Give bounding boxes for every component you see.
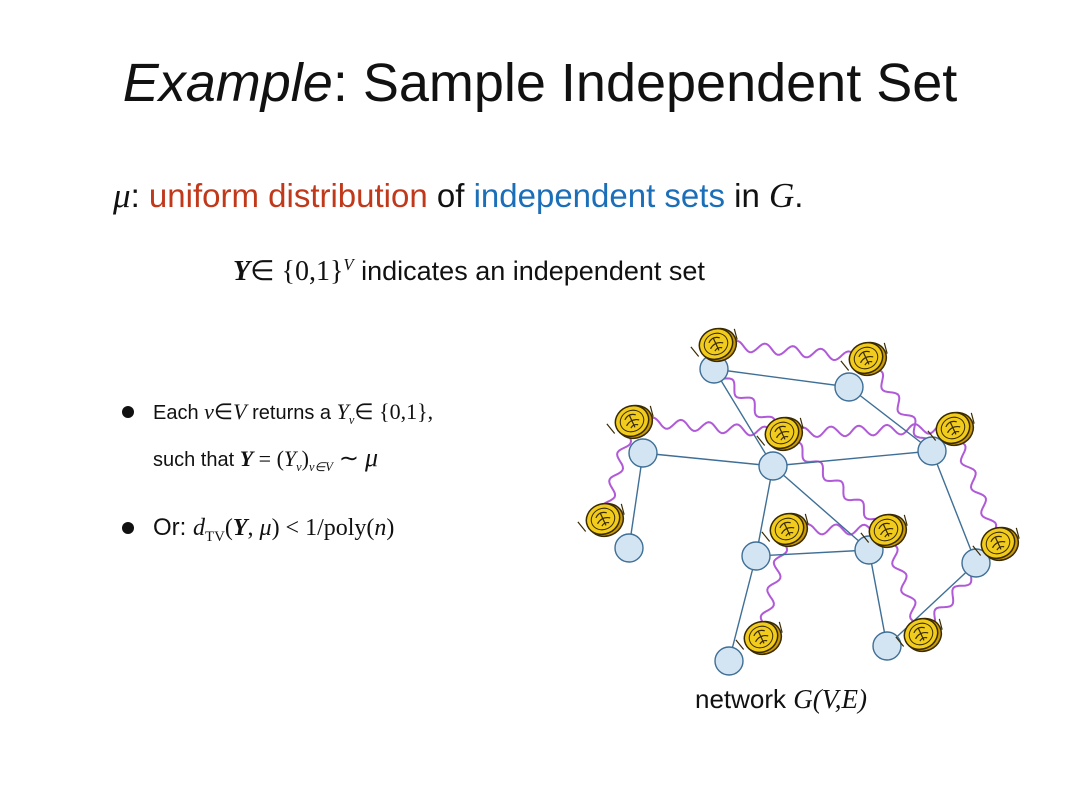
indicator-sup: V bbox=[343, 255, 354, 274]
bullet-list: Each v∈V returns a Yv∈ {0,1}, such that … bbox=[122, 393, 592, 559]
b1-text3: such that bbox=[153, 449, 240, 471]
bullet-each-vertex: Each v∈V returns a Yv∈ {0,1}, such that … bbox=[122, 393, 592, 486]
b1-sub-v: v bbox=[348, 413, 355, 427]
b1-close: ) bbox=[301, 446, 309, 471]
graph-edge-n4-n5 bbox=[772, 450, 933, 467]
caption-args: (V,E) bbox=[812, 684, 868, 714]
coin-icon bbox=[606, 404, 654, 440]
subtitle-colon: : bbox=[130, 177, 149, 214]
coin-icon bbox=[577, 502, 625, 538]
b1-sub-vinV: v∈V bbox=[308, 460, 333, 474]
b1-sub-v2: v bbox=[296, 460, 302, 474]
independent-sets-text: independent sets bbox=[473, 177, 725, 214]
subtitle-period: . bbox=[794, 177, 804, 214]
indicator-set: ∈ {0,1} bbox=[250, 256, 344, 287]
b2-rest: ) < 1/poly( bbox=[271, 515, 375, 541]
b2-Ybold: Y bbox=[232, 515, 248, 541]
b2-d: d bbox=[193, 515, 205, 541]
wavy-link-c4-c5 bbox=[781, 422, 954, 439]
graph-edge-n5-n9 bbox=[931, 450, 977, 564]
coin-icon bbox=[860, 513, 908, 549]
graph-node-n7 bbox=[741, 541, 771, 571]
b1-Y2: Y bbox=[283, 446, 297, 471]
title-example: Example bbox=[122, 53, 333, 113]
coin-icon bbox=[840, 341, 888, 377]
graph-node-n5 bbox=[917, 436, 947, 466]
b2-comma: , bbox=[247, 515, 260, 541]
graph-node-n4 bbox=[758, 451, 788, 481]
coin-icon bbox=[735, 620, 783, 656]
mu-symbol: μ bbox=[113, 176, 131, 215]
graph-node-n3 bbox=[628, 438, 658, 468]
indicator-line: Y∈ {0,1}V indicates an independent set bbox=[233, 254, 705, 288]
graph-edge-n7-n8 bbox=[755, 549, 870, 557]
network-caption: network G(V,E) bbox=[695, 684, 867, 715]
uniform-distribution-text: uniform distribution bbox=[148, 177, 428, 214]
indicator-text: indicates an independent set bbox=[353, 256, 705, 286]
subtitle-in: in bbox=[724, 177, 769, 214]
graph-edge-n3-n6 bbox=[628, 452, 644, 549]
graph-node-n2 bbox=[834, 372, 864, 402]
b1-Y: Y bbox=[336, 399, 349, 424]
bullet-dot bbox=[122, 406, 134, 418]
b1-sim: ∼ bbox=[332, 446, 365, 472]
b2-n: n bbox=[374, 515, 387, 541]
graph-edge-n9-n11 bbox=[886, 562, 977, 647]
b1-mu: μ bbox=[364, 443, 379, 472]
wavy-link-c5-c9 bbox=[949, 427, 998, 545]
caption-text: network bbox=[695, 684, 794, 714]
bullet-or-tv: Or: dTV(Y, μ) < 1/poly(n) bbox=[122, 506, 592, 559]
b1-set: ∈ {0,1}, bbox=[354, 399, 434, 424]
b1-Ybold: Y bbox=[239, 446, 254, 471]
wavy-link-c4-c8 bbox=[781, 433, 886, 532]
wavy-link-n1-c4 bbox=[713, 369, 780, 438]
graph-edge-n4-n7 bbox=[755, 465, 774, 557]
graph-edge-n8-n11 bbox=[868, 549, 888, 647]
wavy-link-c7-c10 bbox=[759, 528, 789, 639]
b1-V: V bbox=[233, 399, 247, 424]
coin-icon bbox=[690, 327, 738, 363]
caption-G: G bbox=[793, 684, 813, 714]
b1-in: ∈ bbox=[213, 399, 234, 424]
subtitle: μ: uniform distribution of independent s… bbox=[113, 176, 803, 216]
graph-edges bbox=[628, 368, 977, 662]
b1-text2: returns a bbox=[246, 402, 337, 424]
coin-icons bbox=[577, 327, 1020, 656]
b2-end: ) bbox=[386, 515, 395, 541]
wavy-link-c3-c4 bbox=[631, 416, 783, 439]
b2-open: ( bbox=[224, 515, 233, 541]
coin-icon bbox=[972, 526, 1020, 562]
b2-or: Or: bbox=[153, 514, 193, 541]
graph-edge-n3-n4 bbox=[642, 452, 774, 467]
coin-icon bbox=[761, 512, 809, 548]
graph-edge-n1-n2 bbox=[713, 368, 850, 388]
b1-text1: Each bbox=[153, 402, 205, 424]
graph-node-n10 bbox=[714, 646, 744, 676]
bullet-dot bbox=[122, 522, 134, 534]
b2-tv: TV bbox=[205, 528, 225, 545]
graph-edge-n7-n10 bbox=[728, 555, 757, 662]
b2-mu: μ bbox=[259, 515, 272, 541]
slide-title: Example: Sample Independent Set bbox=[0, 52, 1080, 114]
title-rest: : Sample Independent Set bbox=[332, 53, 958, 113]
coin-icon bbox=[895, 617, 943, 653]
indicator-var: Y bbox=[233, 256, 251, 287]
graph-edge-n4-n8 bbox=[772, 465, 870, 551]
graph-node-n11 bbox=[872, 631, 902, 661]
b1-eq: = ( bbox=[253, 446, 284, 471]
wavy-link-c1-c2 bbox=[715, 339, 867, 364]
subtitle-of: of bbox=[427, 177, 474, 214]
graph-edge-n1-n4 bbox=[713, 368, 774, 467]
coin-icon bbox=[927, 411, 975, 447]
coin-icon bbox=[756, 416, 804, 452]
graph-edge-n2-n5 bbox=[848, 386, 933, 452]
b1-v: v bbox=[204, 399, 214, 424]
graph-node-n6 bbox=[614, 533, 644, 563]
graph-symbol: G bbox=[768, 176, 795, 215]
